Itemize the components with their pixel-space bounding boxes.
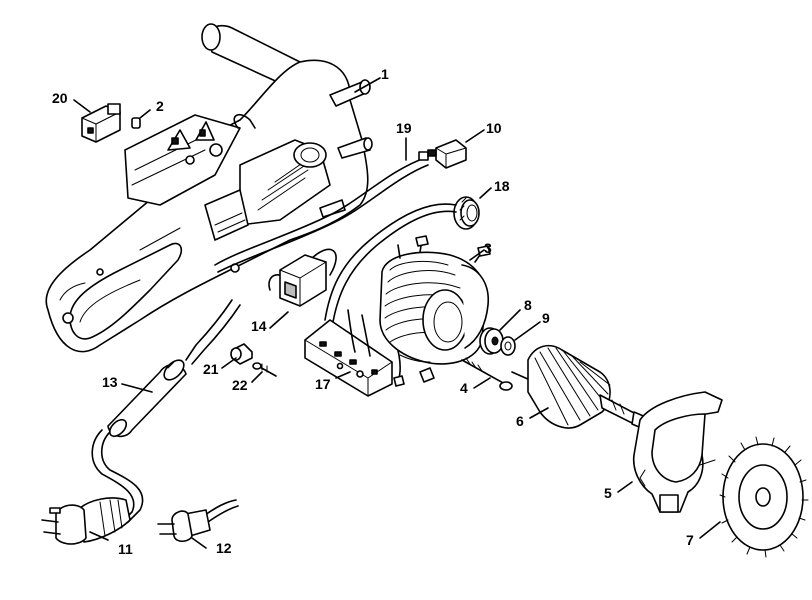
part-8-bearing [479, 327, 504, 355]
part-13-handle-tube [107, 359, 187, 438]
callout-21: 21 [203, 361, 219, 377]
part-3-stator [379, 235, 491, 365]
part-17-terminal-board [304, 309, 435, 397]
callout-9: 9 [542, 310, 550, 326]
callout-1: 1 [381, 66, 389, 82]
part-5-fan-housing [632, 391, 723, 513]
part-4-screw [461, 357, 513, 391]
part-20-switch [81, 103, 121, 143]
part-21-bushing [230, 343, 253, 365]
part-14-suppressor [268, 248, 337, 307]
callout-3: 3 [484, 240, 492, 256]
part-10-connector [427, 139, 467, 169]
part-2-pin [131, 117, 141, 129]
callout-12: 12 [216, 540, 232, 556]
callout-6: 6 [516, 413, 524, 429]
part-7-fan [719, 436, 809, 558]
callout-11: 11 [118, 541, 133, 557]
part-18-grommet [324, 196, 480, 323]
callout-14: 14 [251, 318, 267, 334]
callout-19: 19 [396, 120, 412, 136]
callout-2: 2 [156, 98, 164, 114]
power-cord [91, 299, 241, 523]
callout-7: 7 [686, 532, 694, 548]
part-12-plug [157, 499, 239, 543]
callout-17: 17 [315, 376, 331, 392]
callout-22: 22 [232, 377, 248, 393]
part-1-housing [45, 23, 373, 353]
callout-13: 13 [102, 374, 118, 390]
part-22-screw [252, 362, 277, 377]
part-6-armature [511, 344, 649, 431]
callout-8: 8 [524, 297, 532, 313]
leader-lines [73, 77, 721, 549]
part-11-plug [41, 497, 131, 545]
callout-4: 4 [460, 380, 468, 396]
part-9-washer [500, 336, 516, 356]
callout-10: 10 [486, 120, 502, 136]
callout-5: 5 [604, 485, 612, 501]
callout-18: 18 [494, 178, 510, 194]
callout-20: 20 [52, 90, 68, 106]
